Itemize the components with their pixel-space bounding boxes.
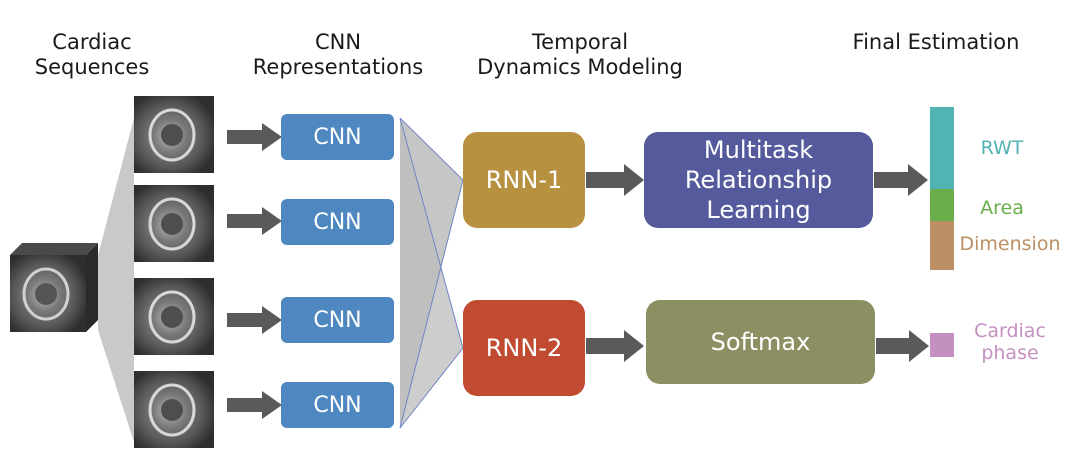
- dimension-label: Dimension: [959, 233, 1061, 255]
- header-temporal-dynamics: Temporal Dynamics Modeling: [460, 30, 700, 80]
- mri-frame-3: [134, 278, 214, 355]
- header-line: Representations: [252, 55, 424, 79]
- arrow-multitask-to-output: [874, 164, 928, 196]
- aggregation-funnel-rnn2: [400, 118, 463, 428]
- dimension-bar: [930, 221, 954, 270]
- cardiac-phase-line: phase: [981, 342, 1039, 364]
- cnn-block-4: CNN: [281, 382, 394, 428]
- cnn-block-1: CNN: [281, 114, 394, 160]
- cnn-block-2: CNN: [281, 199, 394, 245]
- rnn2-block: RNN-2: [463, 300, 585, 396]
- header-cnn-representations: CNN Representations: [238, 30, 438, 80]
- header-line: Cardiac: [52, 30, 132, 54]
- multitask-line: Relationship: [684, 166, 833, 194]
- header-line: Temporal: [531, 30, 629, 54]
- arrow-rnn1-to-multitask: [586, 164, 644, 196]
- cardiac-phase-label: Cardiac phase: [962, 320, 1058, 364]
- header-line: Final Estimation: [852, 30, 1020, 54]
- cardiac-phase-square: [930, 333, 954, 357]
- rwt-label: RWT: [980, 137, 1024, 159]
- multitask-line: Learning: [706, 196, 811, 224]
- rnn1-block: RNN-1: [463, 132, 585, 228]
- cnn-block-3: CNN: [281, 297, 394, 343]
- sequence-expansion-funnel: [98, 118, 134, 442]
- arrow-frame-3-to-cnn: [227, 306, 282, 334]
- area-label: Area: [980, 197, 1024, 219]
- header-line: Dynamics Modeling: [477, 55, 683, 79]
- arrow-rnn2-to-softmax: [586, 330, 644, 362]
- rwt-bar: [930, 107, 954, 189]
- area-bar: [930, 189, 954, 221]
- arrow-frame-2-to-cnn: [227, 207, 282, 235]
- arrow-softmax-to-output: [876, 330, 929, 362]
- mri-frame-4: [134, 371, 214, 448]
- multitask-learning-block: Multitask Relationship Learning: [644, 132, 873, 228]
- arrow-frame-1-to-cnn: [227, 123, 282, 151]
- header-line: CNN: [314, 30, 362, 54]
- mri-frame-1: [134, 96, 214, 173]
- header-final-estimation: Final Estimation: [836, 30, 1036, 55]
- multitask-line: Multitask: [703, 136, 814, 164]
- softmax-block: Softmax: [646, 300, 875, 384]
- arrow-frame-4-to-cnn: [227, 391, 282, 419]
- header-cardiac-sequences: Cardiac Sequences: [22, 30, 162, 80]
- mri-stack-icon: [10, 243, 98, 332]
- mri-frame-2: [134, 185, 214, 262]
- header-line: Sequences: [34, 55, 150, 79]
- cardiac-phase-line: Cardiac: [974, 320, 1046, 342]
